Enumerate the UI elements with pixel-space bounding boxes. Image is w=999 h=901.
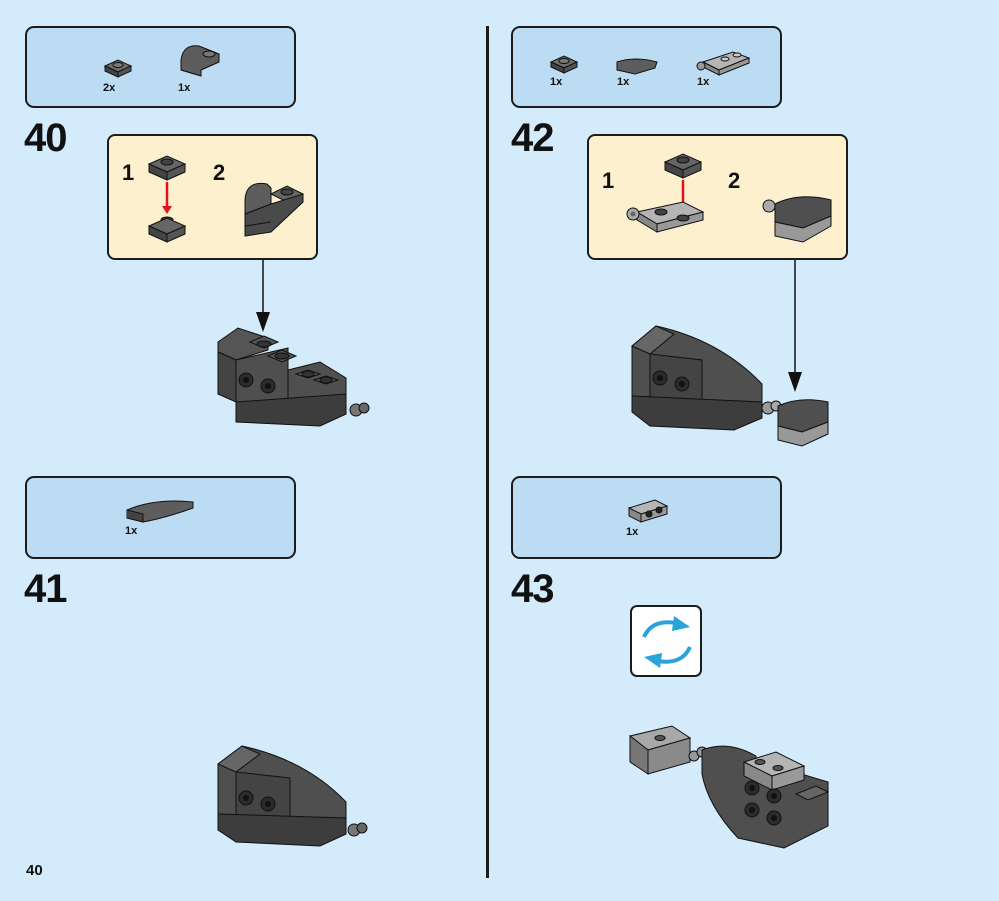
parts-box-step-40: 2x 1x — [25, 26, 296, 108]
model-step-42 — [631, 325, 829, 447]
substep-box: 1 2 — [587, 134, 848, 260]
parts-box-step-43: 1x — [511, 476, 782, 559]
substep-number: 2 — [728, 168, 741, 193]
plate-1x1-icon — [549, 55, 579, 74]
substep-number: 1 — [122, 160, 135, 185]
arrow-down — [256, 260, 270, 332]
substep-number: 2 — [213, 160, 226, 185]
hinge-plate-icon — [696, 51, 751, 76]
model-step-40 — [217, 327, 370, 427]
qty-label: 2x — [103, 82, 116, 94]
page-number: 40 — [26, 862, 43, 879]
rotate-model-icon — [630, 605, 702, 677]
plate-1x1-icon — [103, 59, 133, 78]
plate-stack-diagram — [147, 155, 187, 243]
qty-label: 1x — [178, 82, 191, 94]
step-number: 43 — [511, 567, 554, 611]
curved-slope-icon — [180, 45, 220, 77]
substep-number: 1 — [602, 168, 615, 193]
column-divider — [486, 26, 489, 878]
hinge-plate-diagram — [626, 153, 705, 233]
curved-slope-subassembly — [244, 182, 305, 237]
parts-box-step-42: 1x 1x 1x — [511, 26, 782, 108]
qty-label: 1x — [125, 525, 138, 537]
arrow-down — [788, 260, 802, 392]
qty-label: 1x — [617, 76, 630, 88]
step-number: 40 — [24, 116, 67, 160]
curved-slope-long-icon — [126, 500, 194, 523]
qty-label: 1x — [697, 76, 710, 88]
bracket-plate-icon — [627, 499, 669, 523]
qty-label: 1x — [626, 526, 639, 538]
rotate-arrows-icon — [642, 616, 692, 668]
step-number: 42 — [511, 116, 554, 160]
step-number: 41 — [24, 567, 67, 611]
model-step-41 — [217, 745, 368, 847]
substep-box: 1 2 — [107, 134, 318, 260]
hinge-slope-subassembly — [762, 196, 832, 243]
qty-label: 1x — [550, 76, 563, 88]
model-step-43 — [628, 725, 830, 849]
parts-box-step-41: 1x — [25, 476, 296, 559]
curved-slope-icon — [616, 58, 658, 75]
